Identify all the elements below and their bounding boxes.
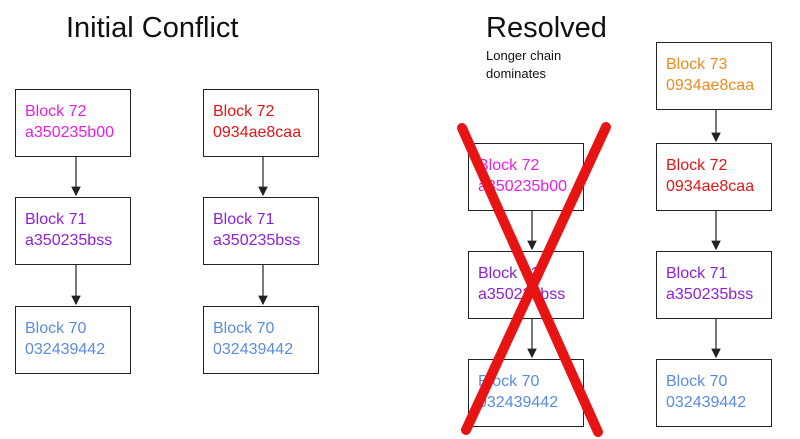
winner-block-70: Block 70 032439442 [656,359,772,427]
rejected-block-70: Block 70 032439442 [468,359,584,427]
initial-b-block-70: Block 70 032439442 [203,306,319,374]
block-hash: 0934ae8caa [666,178,755,195]
block-name: Block 71 [666,265,728,282]
winner-block-71: Block 71 a350235bss [656,251,772,319]
block-name: Block 71 [25,211,87,228]
block-name: Block 72 [25,103,87,120]
block-name: Block 72 [478,157,540,174]
initial-a-block-71: Block 71 a350235bss [15,197,131,265]
initial-b-block-72: Block 72 0934ae8caa [203,89,319,157]
block-name: Block 72 [666,157,728,174]
block-hash: 032439442 [666,394,747,411]
initial-a-block-70: Block 70 032439442 [15,306,131,374]
block-hash: a350235bss [666,286,754,303]
block-name: Block 70 [213,320,275,337]
block-name: Block 70 [25,320,87,337]
initial-b-block-71: Block 71 a350235bss [203,197,319,265]
winner-block-73: Block 73 0934ae8caa [656,42,772,110]
block-hash: a350235b00 [478,178,567,195]
winner-block-72: Block 72 0934ae8caa [656,143,772,211]
block-hash: 0934ae8caa [213,124,302,141]
initial-a-block-72: Block 72 a350235b00 [15,89,131,157]
block-hash: 032439442 [213,341,294,358]
block-name: Block 73 [666,56,728,73]
initial-conflict-heading: Initial Conflict [66,12,239,44]
block-hash: a350235bss [25,232,113,249]
block-hash: 032439442 [25,341,106,358]
block-hash: 0934ae8caa [666,77,755,94]
block-name: Block 71 [213,211,275,228]
block-hash: a350235b00 [25,124,114,141]
longer-chain-note: Longer chain dominates [486,48,562,81]
block-hash: a350235bss [213,232,301,249]
rejection-cross-stroke-2 [461,122,611,435]
block-hash: 032439442 [478,394,559,411]
resolved-heading: Resolved [486,12,607,44]
block-name: Block 72 [213,103,275,120]
block-name: Block 70 [666,373,728,390]
